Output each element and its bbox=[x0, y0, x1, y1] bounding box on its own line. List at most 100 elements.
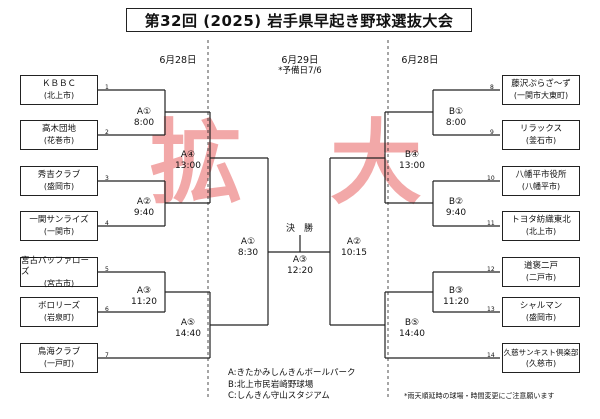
team-box: 秀吉クラブ (盛岡市) bbox=[20, 166, 98, 196]
team-box: 一関サンライズ (一関市) bbox=[20, 211, 98, 241]
team-name: 一関サンライズ bbox=[29, 215, 89, 225]
game-label: A① bbox=[240, 237, 256, 247]
page-title: 第32回 (2025) 岩手県早起き野球選抜大会 bbox=[126, 8, 472, 32]
game-label: B① bbox=[448, 107, 464, 117]
team-name: ボロリーズ bbox=[37, 301, 81, 311]
team-city: (一関市) bbox=[43, 227, 75, 236]
team-name: 高木団地 bbox=[41, 124, 76, 134]
seed-number: 1 bbox=[105, 84, 109, 91]
seed-number: 14 bbox=[487, 352, 495, 359]
date-right: 6月28日 bbox=[401, 55, 439, 66]
team-name: 秀吉クラブ bbox=[37, 170, 81, 180]
team-name: 藤沢ぷらざ～ず bbox=[511, 79, 571, 89]
game-time: 8:30 bbox=[237, 248, 259, 258]
team-city: (二戸市) bbox=[525, 273, 557, 282]
game-time: 14:40 bbox=[175, 329, 201, 339]
team-box: ＫＢＢＣ (北上市) bbox=[20, 75, 98, 105]
team-name: 道褒二戸 bbox=[523, 261, 558, 271]
seed-number: 3 bbox=[105, 175, 109, 182]
seed-number: 12 bbox=[487, 266, 495, 273]
seed-number: 13 bbox=[487, 306, 495, 313]
game-time: 8:00 bbox=[133, 118, 155, 128]
game-label: A① bbox=[136, 107, 152, 117]
team-city: (八幡平市) bbox=[521, 182, 561, 191]
footnote: *雨天順延時の球場・時間変更にご注意願います bbox=[404, 392, 555, 400]
team-box: 道褒二戸 (二戸市) bbox=[502, 257, 580, 287]
seed-number: 8 bbox=[490, 84, 494, 91]
venue-item: A:きたかみしんきんボールパーク bbox=[228, 368, 356, 378]
team-box: 久慈サンキスト倶楽部 (久慈市) bbox=[502, 343, 580, 373]
game-label: A③ bbox=[292, 255, 308, 265]
game-label: B② bbox=[448, 197, 464, 207]
team-city: (宮古市) bbox=[43, 278, 75, 288]
date-center-note: *予備日7/6 bbox=[278, 66, 322, 76]
game-label: A⑤ bbox=[180, 318, 196, 328]
team-city: (盛岡市) bbox=[43, 182, 75, 191]
game-a1: A① 8:00 bbox=[124, 107, 164, 129]
game-label: B④ bbox=[404, 150, 420, 160]
game-a4: A④ 13:00 bbox=[168, 150, 208, 172]
team-box: 宮古パッファローズ (宮古市) bbox=[20, 256, 98, 288]
watermark-right: 大 bbox=[330, 110, 423, 217]
game-time: 12:20 bbox=[287, 266, 313, 276]
seed-number: 6 bbox=[105, 306, 109, 313]
date-left: 6月28日 bbox=[159, 55, 197, 66]
game-final: A③ 12:20 bbox=[280, 255, 320, 277]
seed-number: 10 bbox=[487, 175, 495, 182]
team-city: (花巻市) bbox=[43, 136, 75, 145]
game-sf-a2: A② 10:15 bbox=[334, 237, 374, 259]
game-b2: B② 9:40 bbox=[436, 197, 476, 219]
team-box: リラックス (釜石市) bbox=[502, 120, 580, 150]
team-city: (北上市) bbox=[43, 91, 75, 100]
venue-item: B:北上市民岩崎野球場 bbox=[228, 379, 314, 390]
game-time: 11:20 bbox=[443, 297, 469, 307]
game-time: 11:20 bbox=[131, 297, 157, 307]
game-label: A③ bbox=[136, 286, 152, 296]
game-b5: B⑤ 14:40 bbox=[392, 318, 432, 340]
game-time: 9:40 bbox=[133, 208, 155, 218]
seed-number: 7 bbox=[105, 352, 109, 359]
team-box: 藤沢ぷらざ～ず (一関市大東町) bbox=[502, 75, 580, 105]
team-city: (釜石市) bbox=[525, 136, 557, 145]
seed-number: 9 bbox=[490, 129, 494, 136]
team-box: 高木団地 (花巻市) bbox=[20, 120, 98, 150]
team-box: ボロリーズ (岩泉町) bbox=[20, 297, 98, 327]
team-box: 八幡平市役所 (八幡平市) bbox=[502, 166, 580, 196]
game-label: A② bbox=[136, 197, 152, 207]
team-city: (盛岡市) bbox=[525, 313, 557, 322]
game-label: B③ bbox=[448, 286, 464, 296]
game-time: 10:15 bbox=[341, 248, 367, 258]
game-b1: B① 8:00 bbox=[436, 107, 476, 129]
date-center: 6月29日 bbox=[281, 55, 319, 66]
team-box: 鳥海クラブ (一戸町) bbox=[20, 343, 98, 373]
team-city: (久慈市) bbox=[525, 359, 557, 368]
team-name: リラックス bbox=[519, 124, 563, 134]
game-a3: A③ 11:20 bbox=[124, 286, 164, 308]
venue-list: A:きたかみしんきんボールパーク B:北上市民岩崎野球場 C:しんきん守山スタジ… bbox=[228, 368, 356, 403]
game-time: 14:40 bbox=[399, 329, 425, 339]
team-box: トヨタ紡織東北 (北上市) bbox=[502, 211, 580, 241]
team-name: 久慈サンキスト倶楽部 bbox=[503, 348, 579, 357]
game-time: 13:00 bbox=[175, 161, 201, 171]
team-city: (北上市) bbox=[525, 227, 557, 236]
game-a5: A⑤ 14:40 bbox=[168, 318, 208, 340]
team-name: シャルマン bbox=[519, 301, 563, 311]
final-label: 決 勝 bbox=[286, 224, 314, 234]
game-label: B⑤ bbox=[404, 318, 420, 328]
team-city: (一関市大東町) bbox=[513, 91, 569, 100]
seed-number: 5 bbox=[105, 266, 109, 273]
team-name: 鳥海クラブ bbox=[37, 347, 81, 357]
game-time: 8:00 bbox=[445, 118, 467, 128]
team-name: トヨタ紡織東北 bbox=[511, 215, 571, 225]
team-name: ＫＢＢＣ bbox=[41, 79, 76, 89]
team-name: 八幡平市役所 bbox=[515, 170, 567, 180]
game-a2: A② 9:40 bbox=[124, 197, 164, 219]
game-time: 13:00 bbox=[399, 161, 425, 171]
seed-number: 11 bbox=[487, 220, 495, 227]
venue-item: C:しんきん守山スタジアム bbox=[228, 391, 330, 401]
game-b4: B④ 13:00 bbox=[392, 150, 432, 172]
seed-number: 4 bbox=[105, 220, 109, 227]
team-box: シャルマン (盛岡市) bbox=[502, 297, 580, 327]
